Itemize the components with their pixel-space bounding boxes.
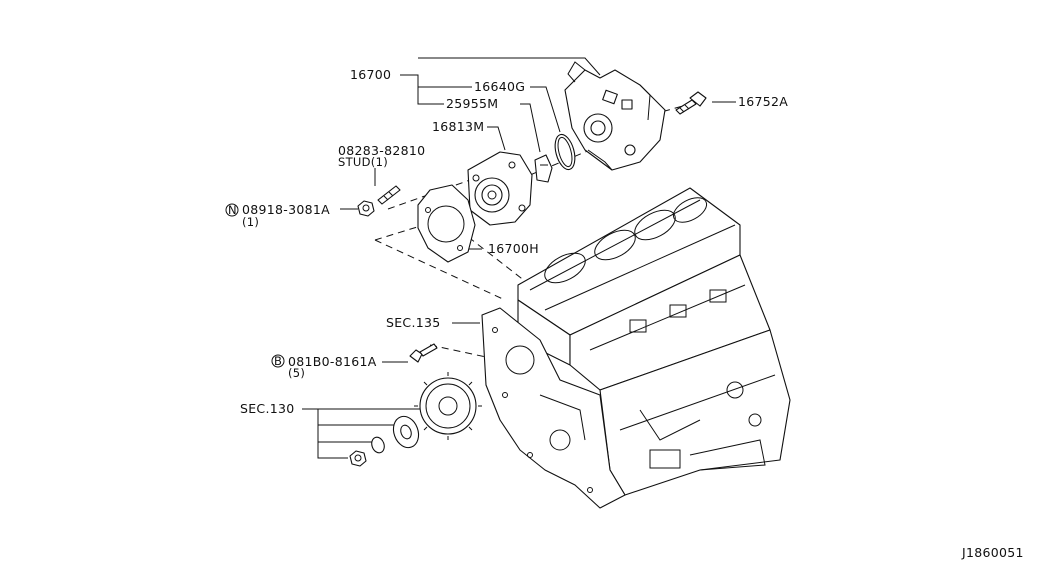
pump-housing-16813m — [467, 151, 533, 226]
leader-lines — [302, 57, 736, 459]
label-stud-number: 08283-82810 — [338, 143, 425, 158]
bolt-marker-circle — [271, 354, 285, 368]
label-nut-number: 08918-3081A — [242, 202, 330, 217]
engine-block — [481, 187, 791, 509]
gasket-16700h — [417, 184, 476, 263]
label-16640g: 16640G — [474, 79, 525, 94]
sprocket-gear — [414, 372, 482, 440]
label-16700h: 16700H — [488, 241, 539, 256]
stud-08283 — [377, 185, 401, 205]
label-bolt-prefix: B — [274, 354, 282, 368]
label-16752a: 16752A — [738, 94, 788, 109]
o-ring-16640g — [554, 133, 576, 171]
label-nut-prefix: N — [228, 203, 237, 217]
label-bolt-qty: (5) — [288, 366, 305, 380]
label-stud-desc: STUD(1) — [338, 155, 388, 169]
fuel-pump-assembly — [564, 61, 666, 171]
coupling-25955m — [534, 154, 553, 183]
labels: 16700 16640G 25955M 16813M 08283-82810 S… — [225, 67, 1024, 560]
label-16700: 16700 — [350, 67, 391, 82]
figure-code: J1860051 — [961, 545, 1024, 560]
label-nut-qty: (1) — [242, 215, 259, 229]
label-bolt-number: 081B0-8161A — [288, 354, 377, 369]
bolt-081b0 — [409, 343, 438, 363]
nut-marker-circle — [225, 203, 239, 217]
nut-08918 — [357, 200, 375, 217]
label-sec-130: SEC.130 — [240, 401, 295, 416]
bolt-16752a — [675, 91, 707, 115]
label-16813m: 16813M — [432, 119, 484, 134]
label-sec-135: SEC.135 — [386, 315, 441, 330]
hub-washer — [349, 415, 420, 467]
label-25955m: 25955M — [446, 96, 498, 111]
